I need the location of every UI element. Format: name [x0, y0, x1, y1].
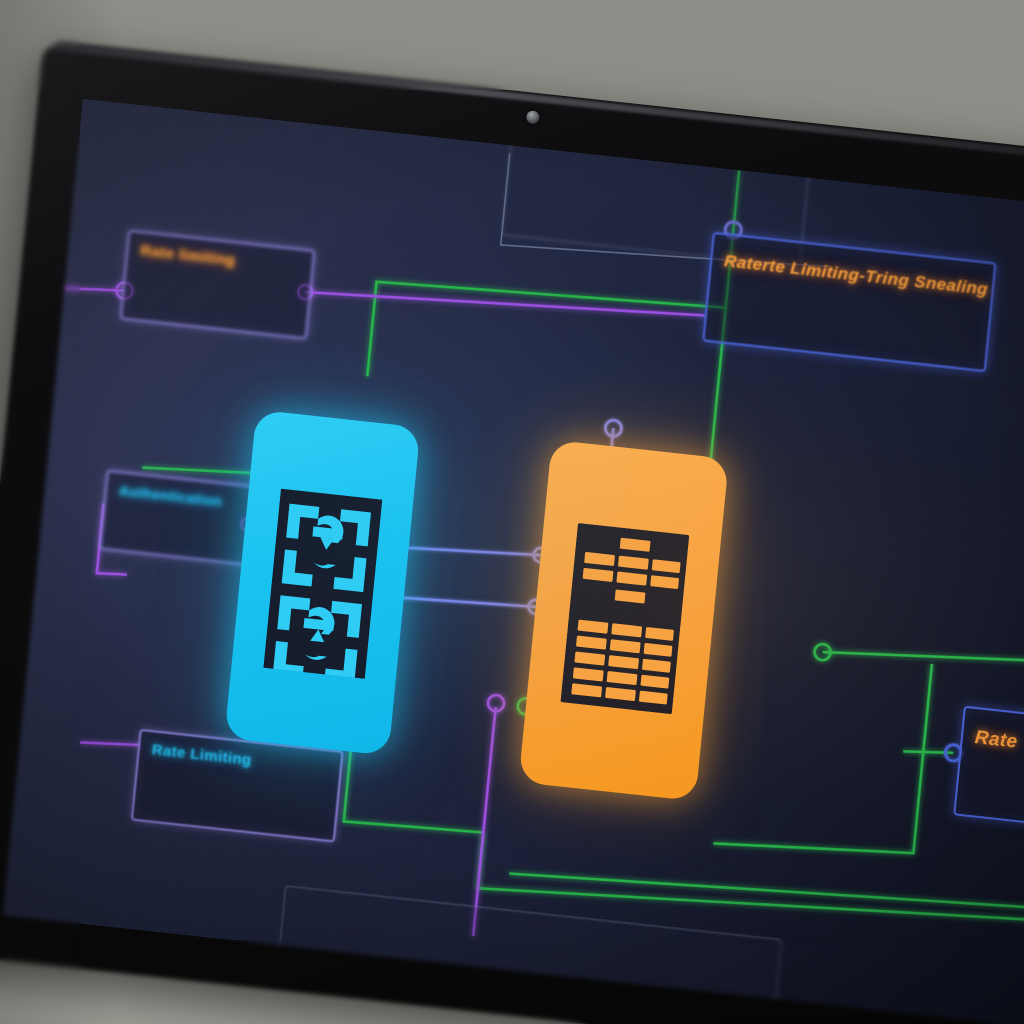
diagram-canvas[interactable]: Rate limiting Raterte Limiting-Tring Sne… — [3, 99, 1024, 1024]
node-cyan[interactable] — [224, 409, 421, 756]
node-orange[interactable] — [518, 439, 729, 802]
box-auth-label: Authentication — [118, 482, 223, 510]
box-top-right-label: Raterte Limiting-Tring Snealing — [723, 251, 989, 299]
box-auth[interactable]: Authentication — [99, 469, 257, 566]
link-brackets-icon — [263, 488, 383, 679]
box-rate-limit-label: Rate Limiting — [150, 741, 253, 770]
box-right-edge-label: Rate — [973, 727, 1019, 753]
table-grid-icon — [560, 523, 690, 714]
box-top-left-label: Rate limiting — [139, 242, 236, 270]
monitor-screen: Rate limiting Raterte Limiting-Tring Sne… — [2, 99, 1024, 1024]
